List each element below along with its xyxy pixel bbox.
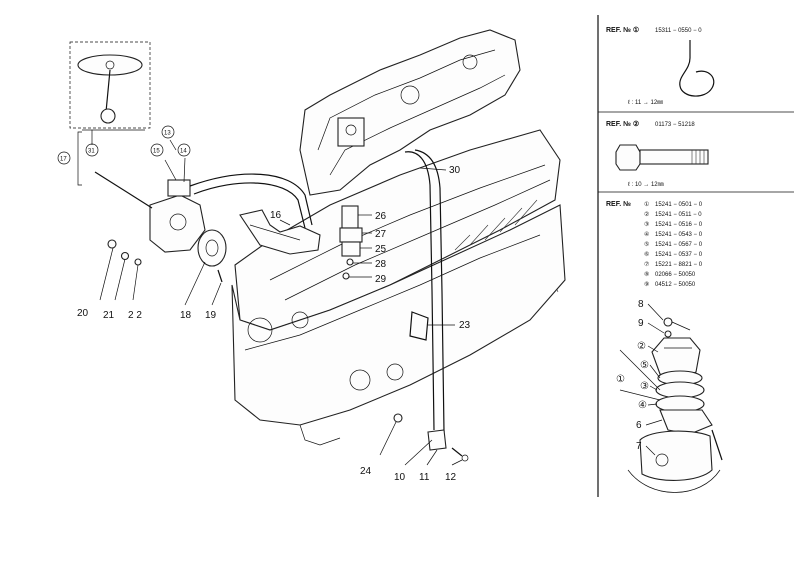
callout-25: 25 <box>375 244 387 255</box>
circled-callouts: 13 14 15 17 31 <box>57 125 191 165</box>
callout-12: 12 <box>445 472 457 483</box>
main-callouts: 10 11 12 16 18 19 20 21 2 2 23 24 25 26 … <box>77 165 471 483</box>
callout-27: 27 <box>375 229 387 240</box>
callout-29: 29 <box>375 274 387 285</box>
fuel-pump-assembly <box>69 41 403 423</box>
ref-3-row-code: 15241 − 0567 − 0 <box>655 242 703 248</box>
ref-3-row-no: ⑥ <box>644 251 649 258</box>
detail-callout-5: ⑤ <box>640 360 649 371</box>
callout-18: 18 <box>180 310 192 321</box>
ref-section-2: REF. № ② 01173 − 51218 ℓ : 10 → 12㎜ <box>606 120 709 188</box>
callout-circled-13: 13 <box>164 131 171 137</box>
detail-callout-8: 8 <box>638 299 644 310</box>
callout-circled-14: 14 <box>180 149 187 155</box>
ref-3-title: REF. № <box>606 200 631 208</box>
ref-3-row-code: 02066 − 50050 <box>655 272 696 278</box>
ref-section-1: REF. № ① 15311 − 0550 − 0 ℓ : 11 → 12㎜ <box>606 26 715 106</box>
callout-28: 28 <box>375 259 387 270</box>
fuel-pump-exploded-detail <box>619 317 723 493</box>
ref-3-row-no: ⑤ <box>644 241 649 248</box>
callout-16: 16 <box>270 210 282 221</box>
detail-callout-3: ③ <box>640 381 649 392</box>
ref-3-row-no: ① <box>644 201 649 208</box>
callout-23: 23 <box>459 320 471 331</box>
callout-10: 10 <box>394 472 406 483</box>
callout-20: 20 <box>77 308 89 319</box>
ref-3-row-no: ⑧ <box>644 271 649 278</box>
ref-3-row-code: 15241 − 0511 − 0 <box>655 212 702 218</box>
callout-circled-17: 17 <box>60 157 67 163</box>
callout-circled-31: 31 <box>88 149 95 155</box>
reference-panel: REF. № ① 15311 − 0550 − 0 ℓ : 11 → 12㎜ R… <box>597 15 794 497</box>
callout-21: 21 <box>103 310 115 321</box>
ref-3-row-code: 15241 − 0516 − 0 <box>655 222 703 228</box>
callout-circled-15: 15 <box>153 149 160 155</box>
detail-callout-2: ② <box>637 341 646 352</box>
ref-3-row-code: 15241 − 0501 − 0 <box>655 202 703 208</box>
ref-3-rows: ① 15241 − 0501 − 0 ② 15241 − 0511 − 0 ③ … <box>644 201 703 288</box>
callout-24: 24 <box>360 466 372 477</box>
callout-19: 19 <box>205 310 217 321</box>
ref-1-title: REF. № ① <box>606 26 639 34</box>
detail-callout-6: 6 <box>636 420 642 431</box>
detail-callout-1: ① <box>616 374 625 385</box>
ref-3-row-no: ③ <box>644 221 649 228</box>
ref-3-row-no: ⑦ <box>644 261 649 268</box>
ref-3-row-no: ④ <box>644 231 649 238</box>
leader-lines <box>99 139 463 466</box>
ref-3-row-code: 15241 − 0537 − 0 <box>655 252 703 258</box>
ref-3-row-code: 15241 − 0543 − 0 <box>655 232 703 238</box>
detail-callout-9: 9 <box>638 318 644 329</box>
ref-3-row-no: ⑨ <box>644 281 649 288</box>
callout-11: 11 <box>419 472 430 483</box>
callout-30: 30 <box>449 165 461 176</box>
ref-1-note: ℓ : 11 → 12㎜ <box>628 99 663 106</box>
ref-2-title: REF. № ② <box>606 120 639 128</box>
detail-callout-7: 7 <box>636 441 642 452</box>
ref-3-row-code: 15221 − 8821 − 0 <box>655 262 703 268</box>
detail-callouts: 8 9 ② ⑤ ① ③ ④ 6 7 <box>616 299 665 456</box>
ref-1-code: 15311 − 0550 − 0 <box>655 28 702 34</box>
engine-block-drawing <box>231 29 566 462</box>
callout-26: 26 <box>375 211 387 222</box>
ref-2-code: 01173 − 51218 <box>655 122 695 128</box>
ref-section-3: REF. № ① 15241 − 0501 − 0 ② 15241 − 0511… <box>606 200 703 288</box>
detail-callout-4: ④ <box>638 400 647 411</box>
callout-22: 2 2 <box>128 310 142 321</box>
ref-3-row-no: ② <box>644 211 649 218</box>
ref-2-note: ℓ : 10 → 12㎜ <box>628 181 664 188</box>
ref-3-row-code: 04512 − 50050 <box>655 282 696 288</box>
